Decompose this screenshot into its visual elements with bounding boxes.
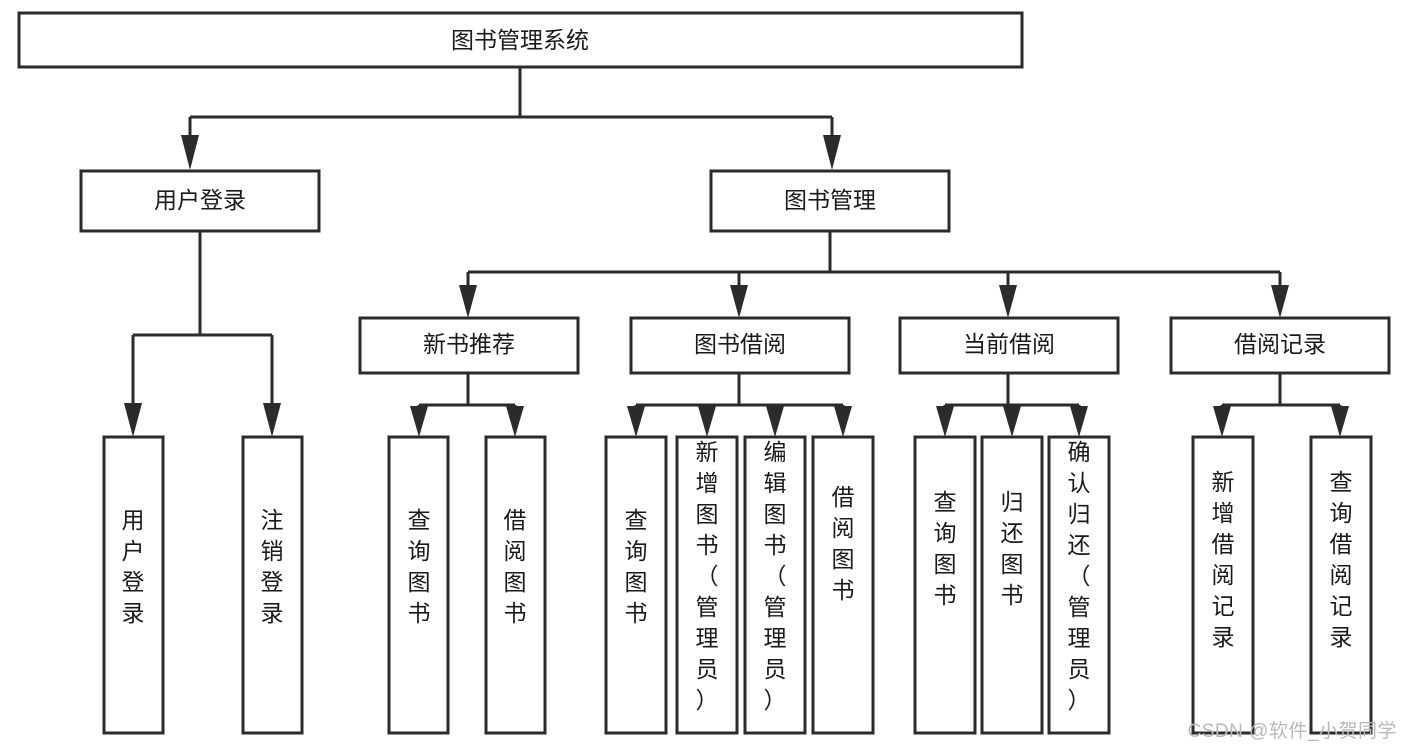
node-book-management-label: 图书管理 — [784, 187, 876, 213]
leaf-user-logout[interactable]: 注销登录 — [241, 435, 304, 735]
leaf-borrow-query-box[interactable] — [604, 435, 668, 735]
node-user-login[interactable]: 用户登录 — [79, 169, 321, 233]
node-book-management[interactable]: 图书管理 — [709, 169, 951, 233]
leaf-newbook-borrow[interactable]: 借阅图书 — [484, 435, 547, 735]
node-new-book-recommend[interactable]: 新书推荐 — [358, 316, 580, 375]
node-user-login-box[interactable] — [79, 169, 321, 233]
leaf-current-query[interactable]: 查询图书 — [913, 435, 977, 735]
arrow-current-leaf1 — [936, 406, 954, 437]
arrow-book-to-record — [1271, 285, 1289, 318]
node-root-label: 图书管理系统 — [451, 27, 589, 53]
arrow-record-leaf1 — [1213, 406, 1231, 437]
node-book-borrow-label: 图书借阅 — [694, 331, 786, 357]
arrow-book-to-borrow — [730, 285, 748, 318]
node-new-book-recommend-box[interactable] — [358, 316, 580, 375]
node-user-login-label: 用户登录 — [154, 187, 246, 213]
leaf-newbook-query-box[interactable] — [387, 435, 450, 735]
leaf-borrow-add-label: 新增图书（管理员） — [696, 439, 719, 713]
arrow-current-leaf3 — [1070, 406, 1088, 437]
leaf-current-query-box[interactable] — [913, 435, 977, 735]
arrow-root-to-book — [823, 135, 841, 170]
leaf-current-confirm-return[interactable]: 确认归还（管理员） — [1047, 435, 1111, 735]
arrow-borrow-leaf4 — [834, 406, 852, 437]
leaf-current-confirm-return-box[interactable] — [1047, 435, 1111, 735]
leaf-user-login-1-box[interactable] — [102, 435, 165, 735]
leaf-current-return-box[interactable] — [980, 435, 1044, 735]
arrow-newbook-leaf1 — [410, 406, 428, 437]
arrow-record-leaf2 — [1331, 406, 1349, 437]
leaf-newbook-borrow-label: 借阅图书 — [504, 507, 527, 626]
arrow-book-to-current — [999, 285, 1017, 318]
arrow-current-leaf2 — [1003, 406, 1021, 437]
node-book-borrow-box[interactable] — [629, 316, 851, 375]
leaf-user-login-1[interactable]: 用户登录 — [102, 435, 165, 735]
leaf-newbook-query-label: 查询图书 — [408, 507, 431, 626]
leaf-borrow-edit-box[interactable] — [743, 435, 807, 735]
node-borrow-record-label: 借阅记录 — [1234, 331, 1326, 357]
leaf-newbook-borrow-box[interactable] — [484, 435, 547, 735]
leaf-current-return-label: 归还图书 — [1001, 489, 1024, 608]
leaf-borrow-query[interactable]: 查询图书 — [604, 435, 668, 735]
arrow-user-leaf1 — [124, 403, 142, 437]
leaf-current-return[interactable]: 归还图书 — [980, 435, 1044, 735]
node-book-management-box[interactable] — [709, 169, 951, 233]
leaf-borrow-add[interactable]: 新增图书（管理员） — [675, 435, 739, 735]
leaf-newbook-query[interactable]: 查询图书 — [387, 435, 450, 735]
leaf-record-query-box[interactable] — [1309, 435, 1373, 735]
leaf-user-logout-label: 注销登录 — [261, 507, 284, 626]
leaf-current-query-label: 查询图书 — [934, 489, 957, 608]
leaf-record-query-label: 查询借阅记录 — [1330, 469, 1353, 650]
node-root[interactable]: 图书管理系统 — [17, 11, 1024, 69]
arrow-borrow-leaf2 — [698, 406, 716, 437]
node-current-borrow-box[interactable] — [898, 316, 1120, 375]
arrow-root-to-user — [181, 135, 199, 170]
arrow-borrow-leaf3 — [766, 406, 784, 437]
node-borrow-record[interactable]: 借阅记录 — [1169, 316, 1391, 375]
node-book-borrow[interactable]: 图书借阅 — [629, 316, 851, 375]
leaf-record-add[interactable]: 新增借阅记录 — [1191, 435, 1255, 735]
node-current-borrow[interactable]: 当前借阅 — [898, 316, 1120, 375]
leaf-record-add-label: 新增借阅记录 — [1212, 469, 1235, 650]
leaf-borrow-edit-label: 编辑图书（管理员） — [764, 439, 787, 713]
leaf-record-add-box[interactable] — [1191, 435, 1255, 735]
arrow-newbook-leaf2 — [506, 406, 524, 437]
leaf-borrow-book-label: 借阅图书 — [832, 484, 855, 603]
node-root-box[interactable] — [17, 11, 1024, 69]
leaf-borrow-book-box[interactable] — [811, 435, 875, 735]
connector-layer — [124, 67, 1349, 437]
node-new-book-recommend-label: 新书推荐 — [423, 331, 515, 357]
leaf-current-confirm-return-label: 确认归还（管理员） — [1068, 439, 1091, 713]
leaf-borrow-book[interactable]: 借阅图书 — [811, 435, 875, 735]
arrow-book-to-newbook — [459, 285, 477, 318]
leaf-borrow-query-label: 查询图书 — [625, 507, 648, 626]
leaf-borrow-edit[interactable]: 编辑图书（管理员） — [743, 435, 807, 735]
node-borrow-record-box[interactable] — [1169, 316, 1391, 375]
leaf-user-login-1-label: 用户登录 — [122, 507, 145, 626]
leaf-record-query[interactable]: 查询借阅记录 — [1309, 435, 1373, 735]
node-current-borrow-label: 当前借阅 — [963, 331, 1055, 357]
leaf-user-logout-box[interactable] — [241, 435, 304, 735]
leaf-borrow-add-box[interactable] — [675, 435, 739, 735]
arrow-borrow-leaf1 — [627, 406, 645, 437]
arrow-user-leaf2 — [263, 403, 281, 437]
